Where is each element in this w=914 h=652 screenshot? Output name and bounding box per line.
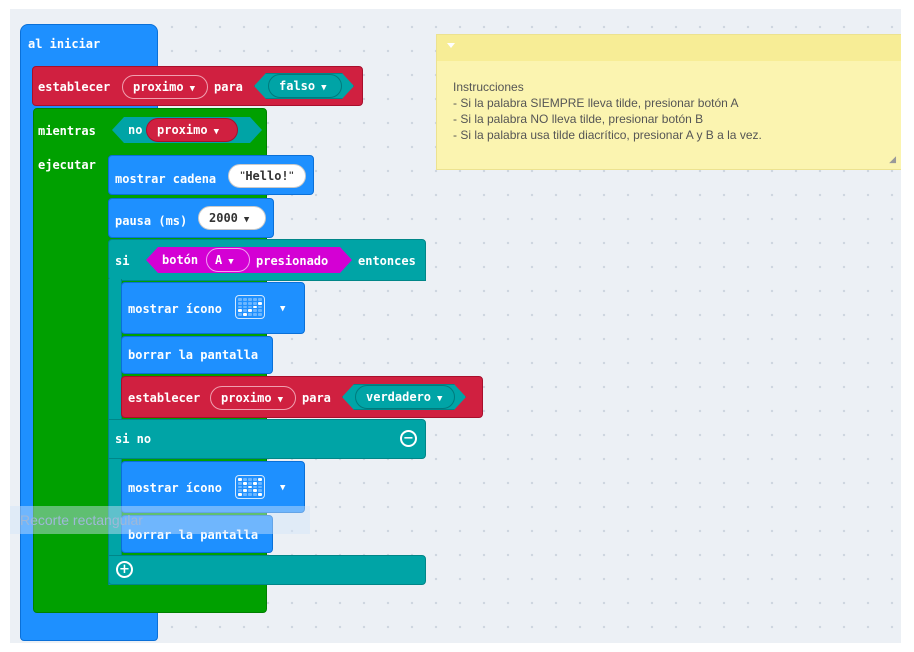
- comment-text[interactable]: Instrucciones - Si la palabra SIEMPRE ll…: [453, 80, 762, 142]
- set-true-to-label: para: [302, 391, 331, 405]
- chevron-down-icon[interactable]: ▼: [280, 483, 286, 493]
- chevron-down-icon: ▼: [321, 83, 327, 93]
- show-string-input[interactable]: "Hello!": [228, 164, 306, 188]
- false-value-text: falso: [279, 79, 316, 93]
- on-start-label: al iniciar: [28, 37, 101, 51]
- while-variable-dropdown[interactable]: proximo ▼: [146, 118, 238, 142]
- clear-screen-block-1[interactable]: [121, 336, 273, 374]
- true-value-dropdown[interactable]: verdadero ▼: [355, 385, 455, 409]
- false-value-dropdown[interactable]: falso ▼: [268, 74, 342, 98]
- set-true-variable-value: proximo: [221, 391, 272, 405]
- button-selector-dropdown[interactable]: A▼: [206, 248, 250, 272]
- chevron-down-icon: ▼: [189, 84, 195, 94]
- button-selector-value: A: [215, 253, 223, 267]
- check-icon[interactable]: [235, 295, 265, 319]
- set-false-set-label: establecer: [38, 80, 111, 94]
- button-label: botón: [162, 253, 199, 267]
- not-label: no: [128, 123, 143, 137]
- set-false-to-label: para: [214, 80, 243, 94]
- comment-header[interactable]: [437, 35, 901, 61]
- show-icon-check-block[interactable]: [121, 282, 305, 334]
- resize-handle-icon[interactable]: ◢: [889, 155, 896, 165]
- pause-dropdown[interactable]: 2000 ▼: [198, 206, 266, 230]
- snip-overlay: Recorte rectangular: [10, 506, 310, 534]
- blocks-workspace[interactable]: al iniciar mientras ejecutar no proximo ▼…: [10, 9, 901, 643]
- else-section[interactable]: [108, 419, 426, 459]
- set-true-variable-dropdown[interactable]: proximo ▼: [210, 386, 296, 410]
- close-quote-icon: ": [288, 171, 295, 181]
- while-label: mientras: [38, 124, 96, 138]
- add-else-icon[interactable]: +: [116, 561, 133, 578]
- show-string-value: Hello!: [245, 169, 289, 183]
- true-value-text: verdadero: [366, 390, 432, 404]
- chevron-down-icon: ▼: [228, 257, 234, 267]
- show-icon-cross-block[interactable]: [121, 461, 305, 513]
- chevron-down-icon: ▼: [213, 127, 219, 137]
- cross-icon[interactable]: [235, 475, 265, 499]
- chevron-down-icon[interactable]: ▼: [280, 304, 286, 314]
- set-true-set-label: establecer: [128, 391, 201, 405]
- open-quote-icon: ": [239, 171, 246, 181]
- show-icon-check-label: mostrar ícono: [128, 302, 222, 316]
- pause-label: pausa (ms): [115, 214, 188, 228]
- clear-screen-block-2[interactable]: [121, 515, 273, 553]
- set-false-variable-dropdown[interactable]: proximo ▼: [122, 75, 208, 99]
- then-label: entonces: [358, 254, 416, 268]
- chevron-down-icon: ▼: [437, 394, 443, 404]
- chevron-down-icon: ▼: [277, 395, 283, 405]
- instructions-comment[interactable]: Instrucciones - Si la palabra SIEMPRE ll…: [436, 34, 901, 170]
- clear-screen-label-2: borrar la pantalla: [128, 528, 259, 542]
- remove-else-icon[interactable]: −: [400, 430, 417, 447]
- show-icon-cross-label: mostrar ícono: [128, 481, 222, 495]
- collapse-triangle-icon[interactable]: [447, 43, 455, 48]
- pressed-label: presionado: [256, 254, 329, 268]
- if-block-footer[interactable]: [108, 555, 426, 585]
- chevron-down-icon: ▼: [243, 215, 250, 225]
- show-string-label: mostrar cadena: [115, 172, 217, 186]
- clear-screen-label-1: borrar la pantalla: [128, 348, 259, 362]
- do-label: ejecutar: [38, 158, 96, 172]
- snip-overlay-text: Recorte rectangular: [20, 512, 143, 528]
- pause-value: 2000: [209, 211, 238, 225]
- while-variable-value: proximo: [157, 123, 208, 137]
- else-label: si no: [115, 432, 152, 446]
- set-false-variable-value: proximo: [133, 80, 184, 94]
- if-label: si: [115, 254, 130, 268]
